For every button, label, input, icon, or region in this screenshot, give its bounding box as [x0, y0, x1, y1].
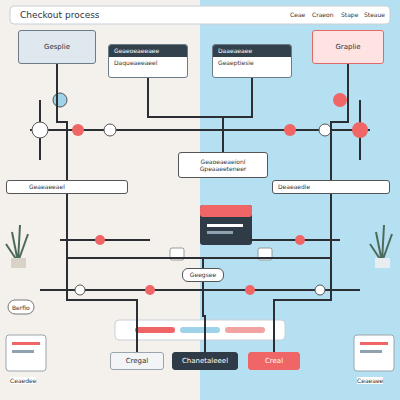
box-text: Geaeptiesie	[213, 57, 291, 69]
card-header	[200, 205, 252, 217]
card-heading: Daaeaeaee	[213, 45, 291, 57]
connector	[148, 78, 223, 152]
process-box: Graplie	[312, 30, 384, 64]
bottom-bar	[115, 320, 285, 340]
connector	[331, 64, 348, 180]
red-dot	[245, 285, 255, 295]
connector	[67, 194, 203, 268]
card-line	[360, 350, 382, 353]
box-text: Cregal	[116, 357, 158, 366]
box-text: Gesplie	[24, 43, 90, 52]
process-box: Deaeaedie	[272, 180, 390, 194]
red-dot	[295, 235, 305, 245]
icon-circle	[32, 122, 48, 138]
red-dot	[145, 285, 155, 295]
box-text: Graplie	[318, 43, 378, 52]
card-line	[12, 350, 34, 353]
small-label: Ceaedee	[10, 377, 36, 384]
process-box: Geaoeaeaeionl Gpeaaeeteneer	[178, 152, 268, 178]
bar-frame	[115, 320, 285, 340]
process-box: Gesplie	[18, 30, 96, 64]
card-line	[360, 342, 388, 345]
red-dot	[95, 235, 105, 245]
connector	[57, 64, 67, 180]
small-label: Steaue	[364, 11, 385, 18]
process-box: Geaeaeeael	[6, 180, 128, 194]
card-line	[207, 224, 243, 227]
process-box: Chanetaleeel	[172, 352, 238, 370]
red-dot	[284, 124, 296, 136]
box-text: Creal	[254, 357, 294, 366]
page-title: Checkout process	[20, 10, 100, 20]
plant-leaves	[6, 225, 28, 262]
icon-circle	[319, 124, 331, 136]
plants	[6, 225, 392, 268]
red-dot	[72, 124, 84, 136]
red-dot	[352, 122, 368, 138]
bar-segment	[180, 327, 220, 333]
box-text: Geegsee	[188, 271, 218, 279]
info-card: DaaeaeaeeGeaeptiesie	[212, 44, 292, 78]
info-card: GeaeoeaeeaeeDaqueaeeaeel	[108, 44, 188, 78]
card-line	[207, 231, 233, 234]
plant-leaves	[370, 225, 392, 262]
box-text: Geaeaeeael	[29, 183, 122, 191]
flow-lines	[30, 100, 370, 290]
process-box: Cregal	[110, 352, 164, 370]
box-text: Chanetaleeel	[178, 357, 232, 366]
card-line	[12, 342, 40, 345]
red-dot	[333, 93, 347, 107]
card-body	[200, 205, 252, 245]
connector	[203, 194, 331, 268]
small-label: Stape	[341, 11, 358, 18]
icon-circle	[104, 124, 116, 136]
box-text: Deaeaedie	[278, 183, 384, 191]
plant-pot	[11, 258, 26, 268]
side-card	[6, 335, 46, 371]
node-dots	[12, 93, 368, 295]
bar-segment	[135, 327, 175, 333]
icon-circle	[315, 285, 325, 295]
connector	[67, 194, 137, 352]
box-text: Geaoeaeaeionl Gpeaaeeteneer	[184, 158, 262, 173]
connector	[223, 78, 252, 152]
small-label: Ceaeaee	[357, 377, 383, 384]
box-text: Daqueaeeaeel	[109, 57, 187, 69]
center-card	[170, 205, 272, 260]
small-pill	[8, 300, 34, 314]
icon-circle	[75, 285, 85, 295]
plant-pot	[375, 258, 390, 268]
process-box: Geegsee	[182, 268, 224, 282]
process-box: Creal	[248, 352, 300, 370]
connector	[274, 194, 331, 352]
connector	[203, 282, 205, 352]
side-card	[354, 335, 394, 371]
bar-segment	[225, 327, 265, 333]
small-label: Craeon	[312, 11, 334, 18]
small-label: Berfio	[12, 304, 30, 311]
small-label: Ceae	[290, 11, 305, 18]
side-cards	[6, 300, 394, 371]
icon-circle	[53, 93, 67, 107]
wire	[40, 100, 360, 160]
card-heading: Geaeoeaeeaee	[109, 45, 187, 57]
top-bar	[10, 6, 390, 24]
wire	[40, 289, 360, 291]
